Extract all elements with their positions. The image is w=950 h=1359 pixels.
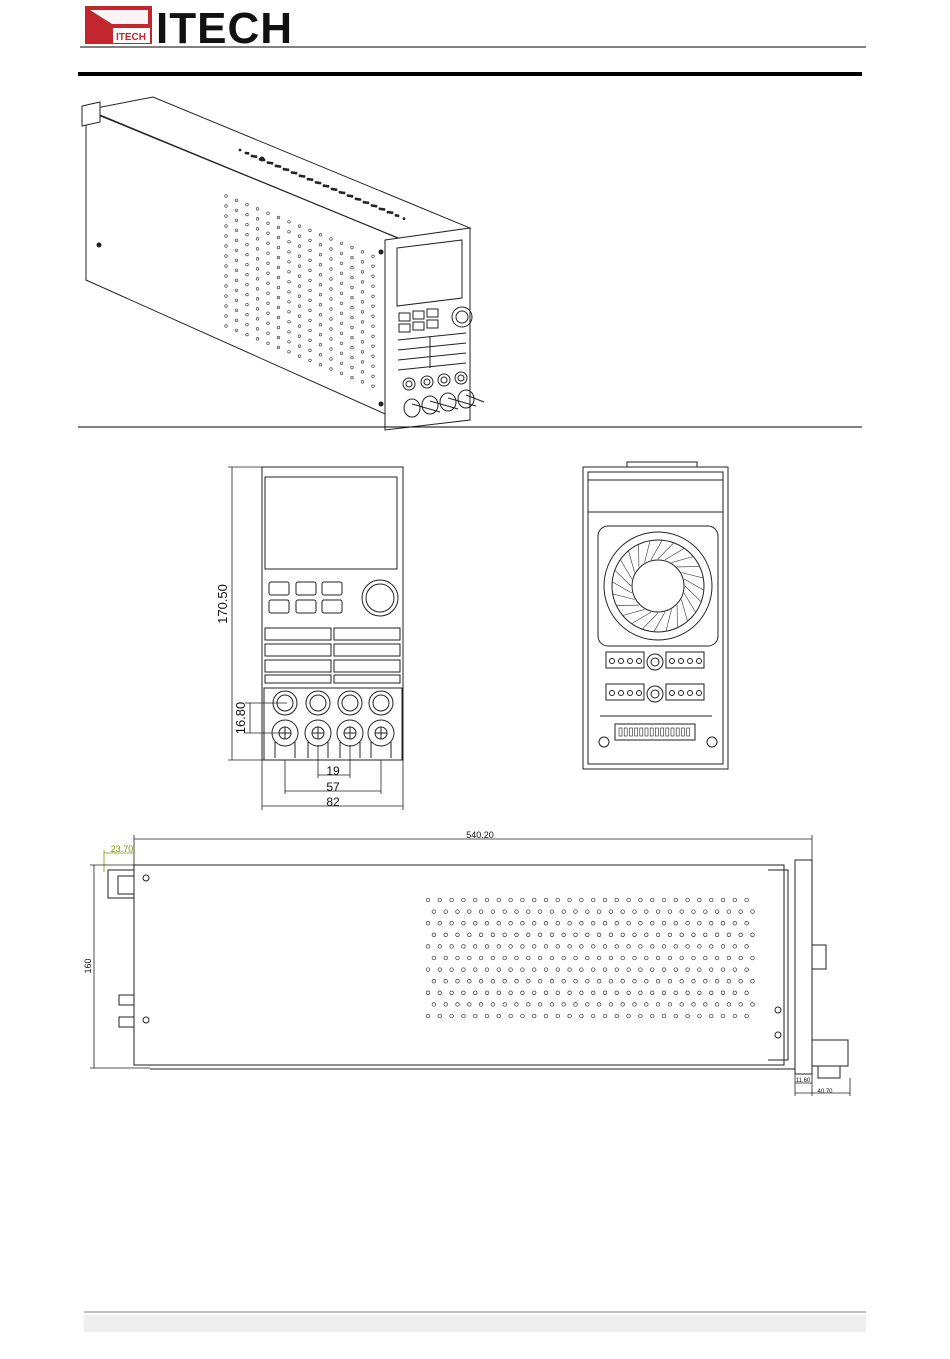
logo-wordmark: ITECH <box>156 4 293 53</box>
footer <box>84 1312 866 1332</box>
dim-rear-offset: 23.70 <box>111 844 134 854</box>
isometric-view <box>82 97 484 430</box>
dim-side-height: 160 <box>83 958 93 973</box>
dim-rear-small: 11.60 <box>796 1078 811 1084</box>
dim-spacing-small: 19 <box>326 764 340 778</box>
side-knob-icon <box>812 945 826 969</box>
dim-spacing-mid: 57 <box>326 780 340 794</box>
itech-logo: ITECH ITECH <box>85 4 293 53</box>
dim-front-height: 170.50 <box>215 584 230 624</box>
dim-rear-depth: 40.70 <box>817 1089 833 1095</box>
front-view <box>228 467 403 810</box>
dim-front-width: 82 <box>326 795 340 809</box>
side-view <box>90 835 850 1096</box>
header: ITECH ITECH <box>78 4 866 74</box>
dim-side-length: 540.20 <box>466 830 494 840</box>
rear-view <box>583 462 728 769</box>
footer-bar <box>84 1315 866 1332</box>
side-body <box>134 865 784 1065</box>
logo-small-text: ITECH <box>116 32 146 43</box>
dim-terminal-height: 16.80 <box>233 702 248 735</box>
